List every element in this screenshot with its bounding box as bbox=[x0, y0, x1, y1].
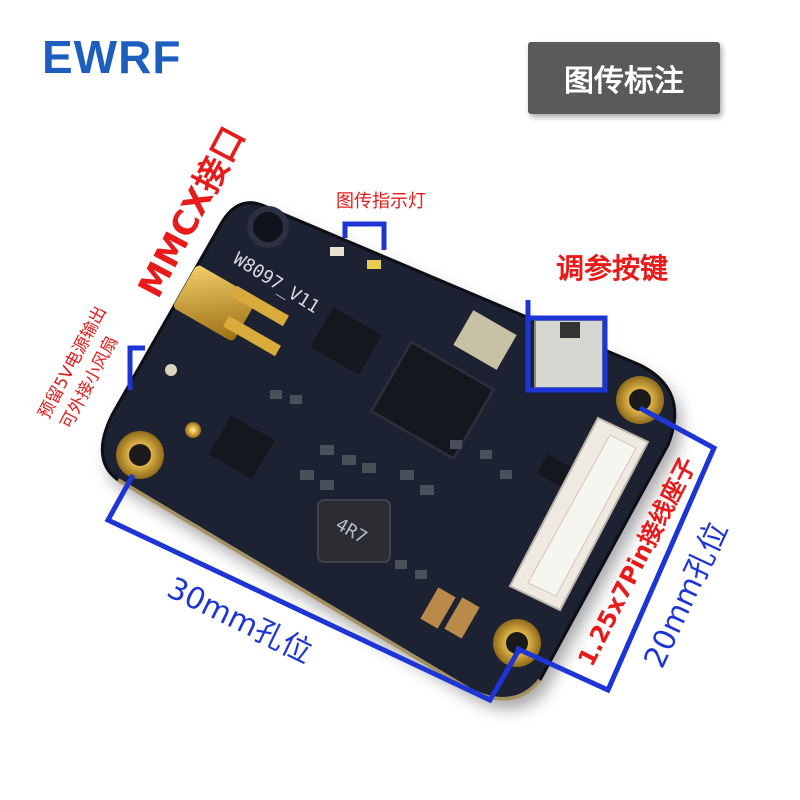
brand-logo: EWRF bbox=[42, 31, 182, 83]
capacitors bbox=[420, 587, 480, 639]
label-button: 调参按键 bbox=[556, 252, 668, 285]
smd-components bbox=[270, 390, 512, 579]
mount-hole-left bbox=[116, 431, 164, 479]
title-tag: 图传标注 bbox=[528, 42, 720, 114]
inductor: 4R7 bbox=[317, 499, 391, 563]
ic-chips bbox=[208, 307, 574, 489]
fan-power-pads bbox=[165, 364, 201, 438]
status-leds bbox=[330, 247, 381, 269]
jst-connector bbox=[508, 416, 650, 612]
annotation-brackets bbox=[104, 221, 718, 704]
tactile-button bbox=[534, 319, 604, 389]
mmcx-connector bbox=[174, 265, 289, 357]
mount-hole-bottom bbox=[493, 619, 541, 667]
mount-hole-top bbox=[247, 206, 289, 248]
label-led: 图传指示灯 bbox=[336, 191, 426, 212]
